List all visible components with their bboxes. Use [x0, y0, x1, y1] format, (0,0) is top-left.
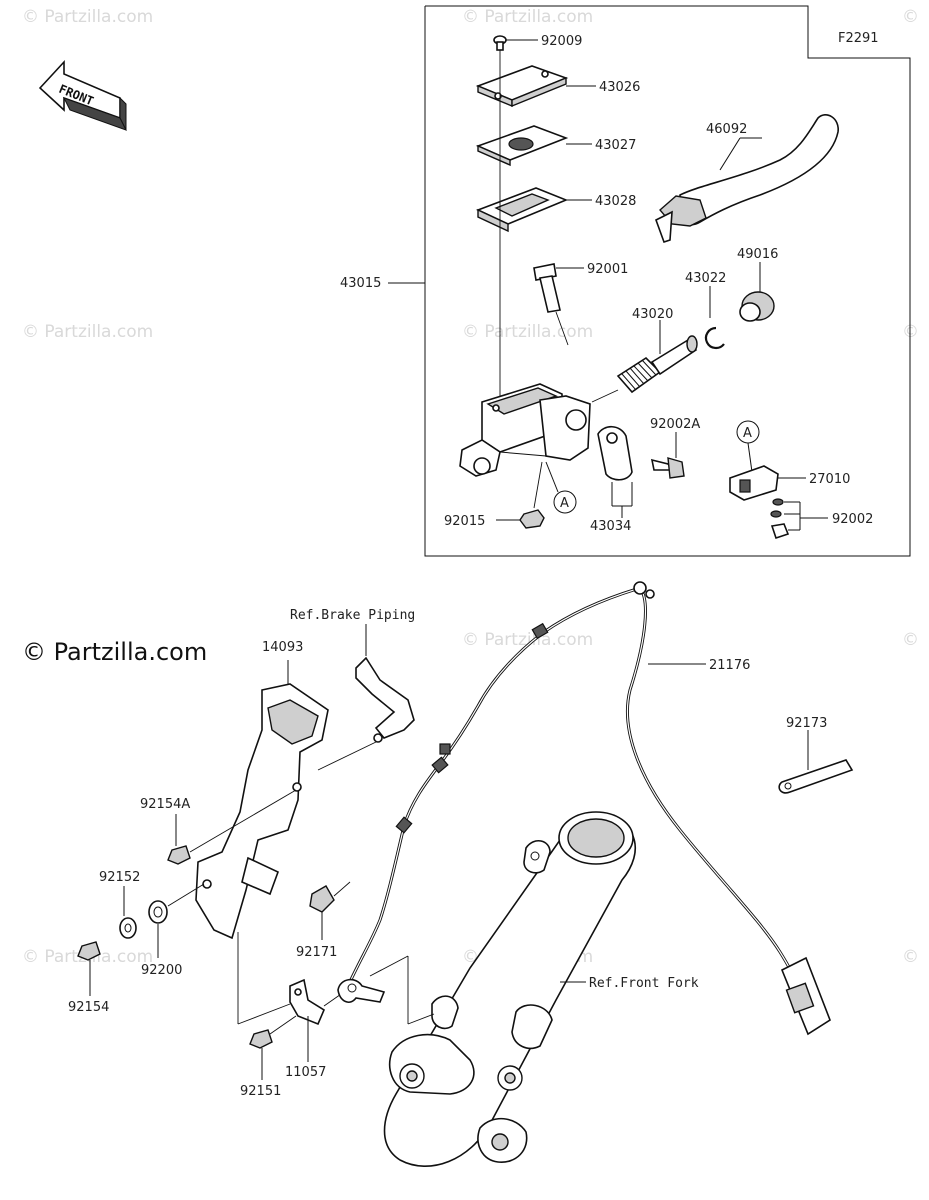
bracket-11057 [289, 978, 345, 1062]
label-92015: 92015 [444, 514, 485, 529]
front-arrow-icon: FRONT [38, 59, 128, 131]
piston-kit-43020 [591, 320, 698, 403]
label-43034: 43034 [590, 519, 631, 534]
plate-43027 [475, 125, 592, 167]
assembly-frame [424, 5, 911, 557]
label-92009: 92009 [541, 34, 582, 49]
diaphragm-43028 [475, 187, 592, 233]
ref-brake-piping: Ref.Brake Piping [290, 608, 415, 623]
label-14093: 14093 [262, 640, 303, 655]
screws-92002 [770, 498, 828, 540]
label-27010: 27010 [809, 472, 850, 487]
label-92002: 92002 [832, 512, 873, 527]
label-92152: 92152 [99, 870, 140, 885]
callout-a-body: A [545, 461, 577, 514]
label-43028: 43028 [595, 194, 636, 209]
watermark: © Partzilla.com [22, 322, 153, 342]
label-43020: 43020 [632, 307, 673, 322]
brand-watermark: © Partzilla.com [22, 638, 207, 666]
washer-92200 [148, 883, 205, 958]
switch-27010 [729, 465, 806, 501]
bolt-92154A [167, 789, 297, 865]
front-fork-outer-tube [369, 811, 637, 1167]
label-92171: 92171 [296, 945, 337, 960]
bolt-92151 [249, 1015, 297, 1080]
brake-piping-bracket [317, 656, 415, 771]
watermark: © Partzilla.com [462, 7, 593, 27]
label-92154: 92154 [68, 1000, 109, 1015]
label-92151: 92151 [240, 1084, 281, 1099]
bolt-92154 [77, 941, 101, 996]
washer-92152 [119, 886, 137, 939]
callout-a: A [560, 496, 569, 511]
sensor-lead-21176 [337, 581, 831, 1036]
label-92001: 92001 [587, 262, 628, 277]
callout-a: A [743, 426, 752, 441]
circlip-43022 [704, 286, 725, 350]
label-43027: 43027 [595, 138, 636, 153]
label-46092: 46092 [706, 122, 747, 137]
watermark: © Partzilla.com [462, 322, 593, 342]
holder-43034 [597, 425, 633, 518]
watermark: © Partzilla.com [22, 7, 153, 27]
master-cylinder-body [459, 383, 591, 477]
callout-a-switch: A [736, 420, 760, 473]
band-92173 [778, 730, 854, 794]
label-11057: 11057 [285, 1065, 326, 1080]
watermark: © [902, 7, 919, 27]
label-92173: 92173 [786, 716, 827, 731]
nut-92015 [496, 461, 545, 529]
ref-front-fork: Ref.Front Fork [589, 976, 699, 991]
label-92200: 92200 [141, 963, 182, 978]
bracket-14093 [195, 660, 329, 1025]
watermark: © [902, 630, 919, 650]
figure-id: F2291 [838, 31, 879, 46]
watermark-group: © Partzilla.com © Partzilla.com © Partzi… [22, 7, 919, 967]
label-21176: 21176 [709, 658, 750, 673]
label-43026: 43026 [599, 80, 640, 95]
bushing-49016 [739, 262, 775, 322]
screw-92009 [493, 35, 538, 51]
reservoir-cap-43026 [475, 65, 596, 108]
label-43022: 43022 [685, 271, 726, 286]
label-49016: 49016 [737, 247, 778, 262]
label-92002A: 92002A [650, 417, 700, 432]
label-43015: 43015 [340, 276, 381, 291]
brake-lever-46092 [655, 114, 839, 244]
bolt-92002A [650, 432, 685, 479]
watermark: © [902, 947, 919, 967]
watermark: © Partzilla.com [462, 630, 593, 650]
clip-92171 [309, 881, 351, 940]
pivot-bolt-92001 [533, 263, 584, 346]
label-92154A: 92154A [140, 797, 190, 812]
